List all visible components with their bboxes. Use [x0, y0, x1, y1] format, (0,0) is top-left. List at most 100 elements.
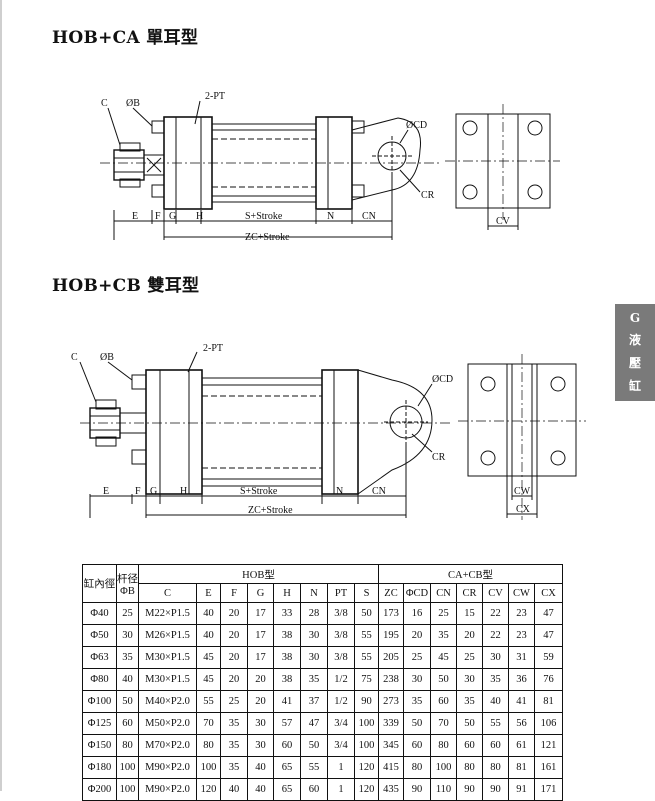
table-cell: 100: [196, 756, 221, 779]
label-pt: 2-PT: [203, 343, 223, 354]
table-cell: Φ150: [82, 734, 117, 757]
table-cell: 81: [534, 690, 563, 713]
title-hob-cb: HOB+CB 雙耳型: [52, 276, 200, 296]
table-cell: 30: [300, 624, 328, 647]
table-cell: 30: [456, 668, 483, 691]
table-cell: 80: [430, 734, 457, 757]
table-cell: 121: [534, 734, 563, 757]
table-cell: 50: [456, 712, 483, 735]
table-cell: 25: [220, 690, 248, 713]
table-cell: 90: [403, 778, 431, 801]
label-e: E: [132, 211, 138, 222]
table-cell: 55: [196, 690, 221, 713]
table-cell: 90: [354, 690, 379, 713]
table-cell: 161: [534, 756, 563, 779]
table-cell: 30: [116, 624, 139, 647]
label-cd: ØCD: [406, 120, 427, 131]
tab-char-3: 壓: [628, 356, 641, 370]
label-n: N: [327, 211, 334, 222]
table-cell: 23: [508, 624, 535, 647]
label-cx: CX: [516, 504, 531, 515]
table-cell: Φ180: [82, 756, 117, 779]
label-c: C: [101, 98, 108, 109]
header-col: S: [354, 583, 379, 603]
table-cell: M50×P2.0: [138, 712, 197, 735]
label-cn: CN: [372, 486, 386, 497]
header-col: ΦCD: [403, 583, 431, 603]
table-cell: 20: [247, 668, 274, 691]
table-cell: 120: [354, 756, 379, 779]
table-cell: 20: [220, 668, 248, 691]
label-zc: ZC+Stroke: [245, 232, 290, 243]
table-cell: 120: [196, 778, 221, 801]
table-cell: 25: [116, 602, 139, 625]
table-cell: 20: [220, 624, 248, 647]
header-col: E: [196, 583, 221, 603]
labels-cb: C ØB 2-PT ØCD CR E F G H S+Stroke N CN Z…: [71, 343, 531, 516]
label-cw: CW: [514, 486, 531, 497]
label-cr: CR: [421, 190, 435, 201]
table-cell: 100: [430, 756, 457, 779]
table-cell: 415: [378, 756, 404, 779]
table-cell: 45: [430, 646, 457, 669]
table-cell: 36: [508, 668, 535, 691]
table-cell: 100: [116, 778, 139, 801]
label-cn: CN: [362, 211, 376, 222]
table-cell: 60: [430, 690, 457, 713]
label-g: G: [169, 211, 176, 222]
drawing-ca-end: [445, 104, 560, 230]
table-cell: 80: [456, 756, 483, 779]
table-cell: 40: [196, 624, 221, 647]
header-col: G: [247, 583, 274, 603]
table-cell: 38: [273, 624, 301, 647]
table-cell: 23: [508, 602, 535, 625]
table-cell: 20: [247, 690, 274, 713]
table-cell: 60: [482, 734, 509, 757]
header-col: ZC: [378, 583, 404, 603]
label-stroke: S+Stroke: [245, 211, 283, 222]
table-cell: 60: [273, 734, 301, 757]
table-cell: 40: [196, 602, 221, 625]
table-cell: 80: [403, 756, 431, 779]
table-cell: 435: [378, 778, 404, 801]
table-cell: 35: [403, 690, 431, 713]
table-cell: 35: [116, 646, 139, 669]
label-zc: ZC+Stroke: [248, 505, 293, 516]
header-col: H: [273, 583, 301, 603]
table-cell: 171: [534, 778, 563, 801]
table-cell: 106: [534, 712, 563, 735]
table-cell: M90×P2.0: [138, 756, 197, 779]
table-cell: 47: [534, 602, 563, 625]
table-cell: 100: [116, 756, 139, 779]
table-cell: 100: [354, 712, 379, 735]
table-cell: 50: [116, 690, 139, 713]
table-cell: M26×P1.5: [138, 624, 197, 647]
table-cell: 38: [273, 668, 301, 691]
table-cell: 1: [327, 756, 355, 779]
table-cell: 120: [354, 778, 379, 801]
table-cell: 59: [534, 646, 563, 669]
label-f: F: [155, 211, 161, 222]
table-cell: 55: [354, 646, 379, 669]
table-cell: 33: [273, 602, 301, 625]
table-cell: 60: [403, 734, 431, 757]
table-cell: 15: [456, 602, 483, 625]
label-cr: CR: [432, 452, 446, 463]
table-cell: 3/8: [327, 646, 355, 669]
header-col: CR: [456, 583, 483, 603]
table-cell: 55: [354, 624, 379, 647]
header-col: CW: [508, 583, 535, 603]
title-hob-ca: HOB+CA 單耳型: [52, 28, 199, 48]
side-tab-g-cylinder[interactable]: G 液 壓 缸: [615, 304, 655, 401]
header-rod: 杆径ΦB: [116, 564, 139, 603]
table-cell: 3/4: [327, 712, 355, 735]
table-cell: 25: [456, 646, 483, 669]
table-cell: 37: [300, 690, 328, 713]
table-cell: 56: [508, 712, 535, 735]
table-cell: 273: [378, 690, 404, 713]
table-cell: 45: [196, 646, 221, 669]
